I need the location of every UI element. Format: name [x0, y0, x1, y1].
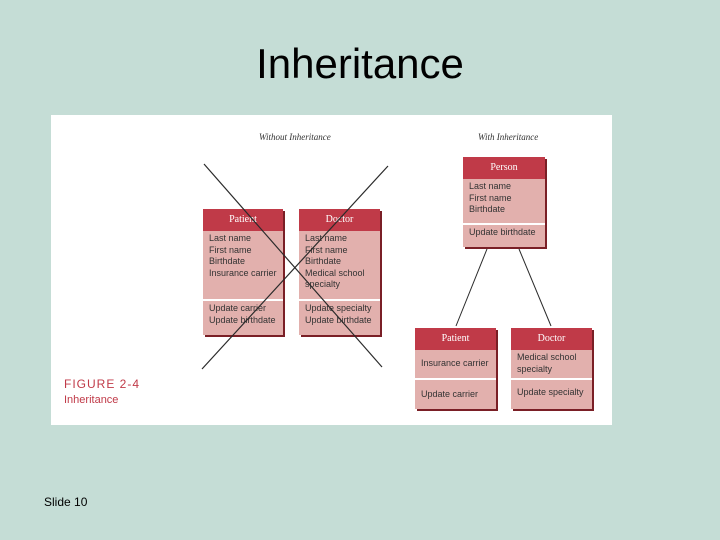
operations-section: Update carrier Update birthdate [203, 299, 283, 328]
attribute: First name [209, 244, 252, 255]
attributes-section: Insurance carrier [415, 350, 496, 378]
operation: Update specialty [517, 387, 584, 397]
operation: Update specialty [305, 303, 372, 313]
attribute: Birthdate [305, 256, 342, 266]
attribute: Birthdate [209, 256, 246, 266]
attribute: First name [305, 244, 348, 255]
slide-number: Slide 10 [44, 495, 88, 509]
inheritance-connector [455, 248, 488, 327]
cross-out-line [203, 163, 383, 368]
operation: Update birthdate [209, 314, 276, 325]
attribute: Medical school specialty [517, 352, 577, 374]
attribute: Last name [209, 233, 252, 243]
attribute: Insurance carrier [421, 358, 489, 368]
operations-section: Update specialty [511, 378, 592, 404]
person-class: Person Last name First name Birthdate Up… [463, 157, 545, 247]
attribute: Medical school specialty [305, 267, 365, 290]
cross-out-line [201, 165, 389, 370]
slide-title: Inheritance [256, 40, 464, 87]
operations-section: Update specialty Update birthdate [299, 299, 380, 328]
attribute: Birthdate [469, 204, 506, 214]
class-header: Doctor [511, 328, 592, 350]
operations-section: Update birthdate [463, 223, 545, 241]
attribute: Last name [305, 233, 348, 243]
without-inheritance-caption: Without Inheritance [259, 132, 331, 142]
operation: Update carrier [421, 389, 479, 399]
operation: Update birthdate [305, 314, 372, 325]
with-inheritance-caption: With Inheritance [478, 132, 539, 142]
operation: Update birthdate [469, 227, 536, 237]
attributes-section: Last name First name Birthdate Insurance… [203, 231, 283, 299]
inheritance-figure: Without Inheritance With Inheritance Pat… [51, 115, 612, 425]
class-header: Patient [203, 209, 283, 231]
attribute: Last name [469, 181, 512, 191]
class-header: Person [463, 157, 545, 179]
attribute: Insurance carrier [209, 267, 277, 278]
with-patient-class: Patient Insurance carrier Update carrier [415, 328, 496, 409]
figure-number: FIGURE 2-4 [64, 377, 141, 391]
with-doctor-class: Doctor Medical school specialty Update s… [511, 328, 592, 409]
attributes-section: Medical school specialty [511, 350, 592, 378]
operation: Update carrier [209, 303, 267, 313]
without-patient-class: Patient Last name First name Birthdate I… [203, 209, 283, 335]
class-header: Patient [415, 328, 496, 350]
inheritance-connector [518, 248, 552, 327]
attributes-section: Last name First name Birthdate Medical s… [299, 231, 380, 299]
attributes-section: Last name First name Birthdate [463, 179, 545, 223]
figure-name: Inheritance [64, 394, 119, 406]
operations-section: Update carrier [415, 378, 496, 408]
figure-label: FIGURE 2-4 Inheritance [64, 377, 140, 406]
attribute: First name [469, 192, 512, 203]
diagram-lines [201, 163, 552, 370]
